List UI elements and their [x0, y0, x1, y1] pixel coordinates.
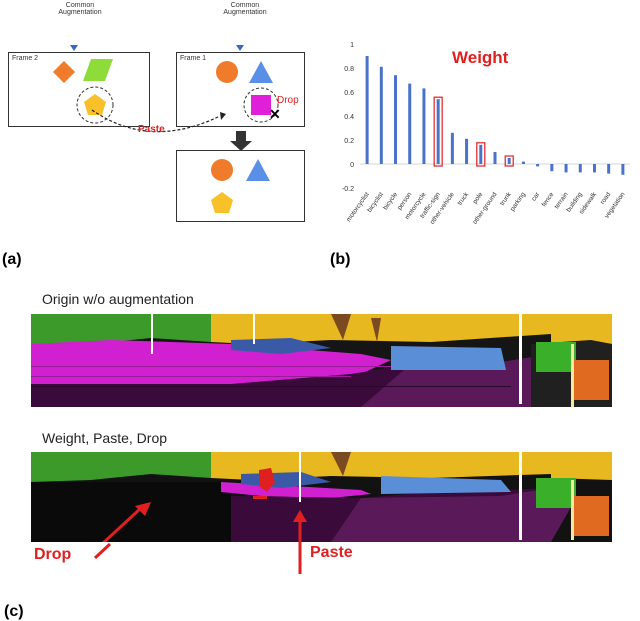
- yellow-pentagon-shape: [84, 94, 106, 115]
- result-yellow-pentagon: [211, 192, 233, 213]
- bar-motorcycle: [422, 88, 426, 164]
- orange-diamond-shape: [53, 61, 75, 83]
- frame-2-label: Frame 2: [12, 55, 39, 62]
- bar-bicycle: [394, 75, 398, 164]
- green-parallelogram-shape: [83, 59, 113, 81]
- bar-motorcyclist: [365, 56, 369, 164]
- drop-label-c: Drop: [34, 546, 72, 563]
- origin-segmentation-image: [31, 314, 612, 407]
- bar-trunk: [507, 158, 511, 164]
- paste-label-a: Paste: [138, 124, 165, 135]
- bar-sidewalk: [592, 164, 596, 173]
- dashed-selection-circle: [76, 86, 114, 124]
- right-augmentation-header: Common Augmentation: [223, 2, 267, 16]
- annotation-arrows: [93, 540, 302, 574]
- bar-pole: [479, 144, 483, 164]
- augmented-segmentation-image: [31, 452, 612, 542]
- frame2-marker-icon: [70, 45, 78, 51]
- bar-fence: [550, 164, 554, 172]
- paste-arrow: [91, 109, 252, 151]
- orange-circle-shape: [216, 61, 238, 83]
- x-tick-label: truck: [456, 191, 470, 207]
- dashed-drop-circle: [243, 87, 279, 123]
- paste-label-c: Paste: [310, 544, 353, 561]
- bar-other-vehicle: [450, 132, 454, 164]
- frame-2: Frame 2: [8, 52, 150, 127]
- frame-1-label: Frame 1: [180, 55, 207, 62]
- drop-x-icon: ✕: [269, 106, 281, 122]
- y-tick-label: 0.2: [344, 138, 354, 145]
- y-tick-label: 0.6: [344, 90, 354, 97]
- panel-c-label: (c): [4, 603, 24, 620]
- bar-other-ground: [493, 152, 497, 164]
- y-tick-label: 0.4: [344, 114, 354, 121]
- bar-road: [607, 164, 611, 174]
- x-tick-label: car: [530, 190, 541, 202]
- panel-a-label: (a): [2, 251, 22, 268]
- bar-building: [578, 164, 582, 173]
- bar-truck: [465, 138, 469, 164]
- left-augmentation-header: Common Augmentation: [58, 2, 102, 16]
- origin-caption: Origin w/o augmentation: [42, 291, 194, 307]
- x-tick-label: pole: [472, 191, 485, 205]
- weight-label: Weight: [452, 48, 509, 67]
- frame-1: Frame 1 ✕ Drop: [176, 52, 305, 127]
- x-tick-label: road: [599, 191, 612, 206]
- bar-bicyclist: [379, 66, 383, 164]
- y-tick-label: -0.2: [342, 186, 354, 193]
- highlight-box-pole: [476, 142, 486, 167]
- result-blue-triangle: [246, 159, 270, 181]
- bar-traffic-sign: [436, 99, 440, 164]
- x-tick-label: parking: [509, 191, 527, 213]
- y-tick-label: 1: [350, 42, 354, 49]
- bar-car: [536, 164, 540, 167]
- highlight-box-traffic-sign: [433, 96, 443, 167]
- frame1-marker-icon: [236, 45, 244, 51]
- result-frame: [176, 150, 305, 222]
- result-orange-circle: [211, 159, 233, 181]
- highlight-box-trunk: [504, 155, 514, 167]
- panel-b-label: (b): [330, 251, 351, 268]
- blue-triangle-shape: [249, 61, 273, 83]
- bar-parking: [521, 161, 525, 164]
- bar-person: [408, 83, 412, 164]
- augmented-caption: Weight, Paste, Drop: [42, 430, 168, 446]
- bar-vegetation: [621, 164, 625, 175]
- y-tick-label: 0: [350, 162, 354, 169]
- y-tick-label: 0.8: [344, 66, 354, 73]
- drop-label-a: Drop: [277, 95, 299, 106]
- weight-bar-chart: 10.80.60.40.20-0.2motorcyclistbicyclistb…: [342, 42, 630, 226]
- bar-terrain: [564, 164, 568, 173]
- magenta-square-shape: [251, 95, 271, 115]
